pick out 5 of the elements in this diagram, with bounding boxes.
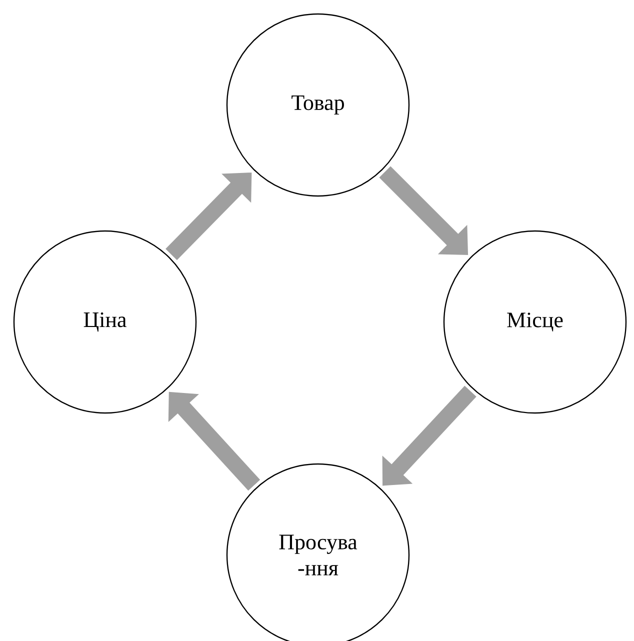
circle-node: Товар	[226, 13, 410, 197]
block-arrow	[382, 386, 476, 486]
circle-node: Місце	[443, 230, 627, 414]
block-arrow	[166, 172, 252, 260]
circle-node: Ціна	[13, 230, 197, 414]
